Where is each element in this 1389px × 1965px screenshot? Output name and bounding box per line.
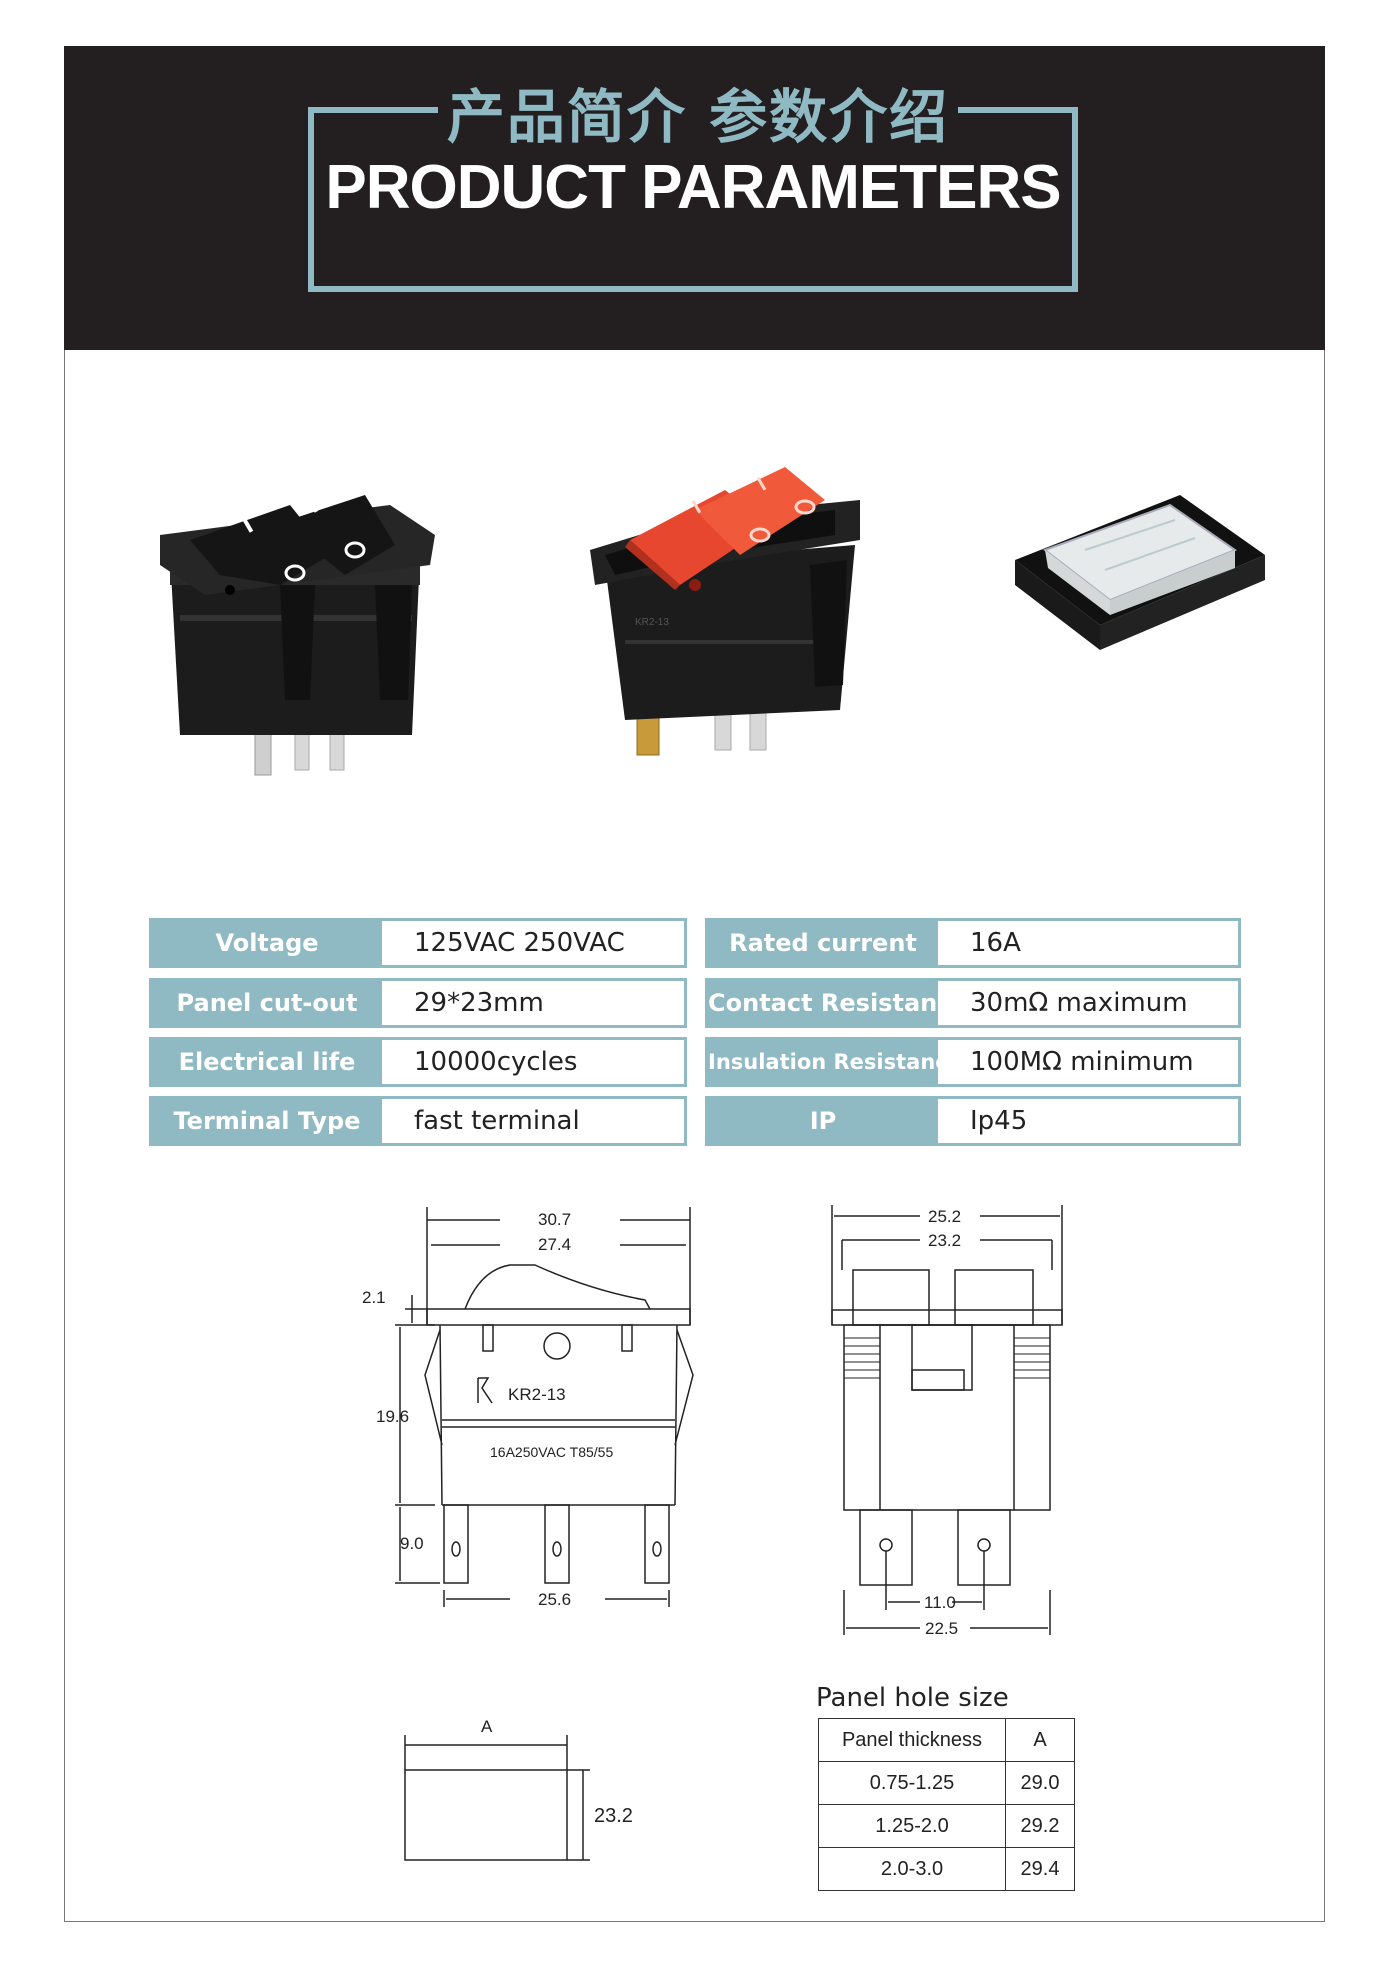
- spec-label: Electrical life: [152, 1040, 382, 1084]
- table-cell: 1.25-2.0: [818, 1804, 1006, 1848]
- dim-front-width-inner: 27.4: [538, 1235, 571, 1254]
- spec-value: 10000cycles: [414, 1047, 578, 1077]
- black-double-rocker-switch-photo: [160, 495, 435, 776]
- spec-value: 125VAC 250VAC: [414, 928, 625, 958]
- spec-value: 30mΩ maximum: [970, 988, 1188, 1018]
- spec-row-panel-cutout: Panel cut-out 29*23mm: [149, 978, 687, 1028]
- spec-label: IP: [708, 1099, 938, 1143]
- spec-row-contact-resistance: Contact Resistance 30mΩ maximum: [705, 978, 1241, 1028]
- dim-front-body-height: 19.6: [376, 1407, 409, 1426]
- dim-front-terminal-span: 25.6: [538, 1590, 571, 1609]
- panel-hole-title: Panel hole size: [816, 1683, 1009, 1713]
- front-dimension-drawing: 30.7 27.4 2.1 19.6 9.0 25.6 KR2-13 16A25…: [362, 1207, 694, 1609]
- table-row: 2.0-3.0 29.4: [818, 1847, 1075, 1891]
- spec-label: Contact Resistance: [708, 981, 938, 1025]
- dim-side-width-inner: 23.2: [928, 1231, 961, 1250]
- dim-front-rocker-height: 2.1: [362, 1288, 386, 1307]
- table-header-cell: A: [1005, 1718, 1075, 1762]
- dim-side-width-outer: 25.2: [928, 1207, 961, 1226]
- cutout-width-label: A: [481, 1717, 493, 1736]
- table-cell: 2.0-3.0: [818, 1847, 1006, 1891]
- dim-side-base-width: 22.5: [925, 1619, 958, 1638]
- table-row: 0.75-1.25 29.0: [818, 1761, 1075, 1805]
- spec-value: Ip45: [970, 1106, 1028, 1136]
- spec-value: 100MΩ minimum: [970, 1047, 1194, 1077]
- spec-value: 16A: [970, 928, 1021, 958]
- table-cell: 29.0: [1005, 1761, 1075, 1805]
- header-frame-line-left: [308, 107, 438, 113]
- spec-label: Voltage: [152, 921, 382, 965]
- header-frame: [308, 107, 1078, 292]
- dim-front-terminal-height: 9.0: [400, 1534, 424, 1553]
- panel-cutout-drawing: A 23.2: [404, 1717, 633, 1861]
- svg-text:KR2-13: KR2-13: [635, 617, 669, 628]
- dim-front-width-outer: 30.7: [538, 1210, 571, 1229]
- panel-hole-table: Panel thickness A 0.75-1.25 29.0 1.25-2.…: [818, 1718, 1075, 1891]
- spec-label: Insulation Resistance: [708, 1040, 938, 1084]
- spec-label: Rated current: [708, 921, 938, 965]
- side-dimension-drawing: 25.2 23.2 11.0 22.5: [831, 1205, 1063, 1638]
- spec-value: 29*23mm: [414, 988, 544, 1018]
- spec-row-terminal-type: Terminal Type fast terminal: [149, 1096, 687, 1146]
- red-illuminated-double-rocker-switch-photo: KR2-13: [590, 467, 860, 756]
- header-title-chinese: 产品简介 参数介绍: [446, 83, 950, 151]
- dim-side-terminal-pitch: 11.0: [924, 1593, 956, 1612]
- spec-row-rated-current: Rated current 16A: [705, 918, 1241, 968]
- table-header-row: Panel thickness A: [818, 1718, 1075, 1762]
- model-label: KR2-13: [508, 1385, 566, 1404]
- header-banner: [64, 46, 1325, 350]
- header-frame-line-right: [958, 107, 1078, 113]
- rating-label: 16A250VAC T85/55: [490, 1444, 613, 1460]
- table-row: 1.25-2.0 29.2: [818, 1804, 1075, 1848]
- table-cell: 29.2: [1005, 1804, 1075, 1848]
- cutout-height-label: 23.2: [594, 1805, 633, 1827]
- spec-row-ip: IP Ip45: [705, 1096, 1241, 1146]
- table-header-cell: Panel thickness: [818, 1718, 1006, 1762]
- spec-row-insulation-resistance: Insulation Resistance 100MΩ minimum: [705, 1037, 1241, 1087]
- spec-value: fast terminal: [414, 1106, 580, 1136]
- table-cell: 0.75-1.25: [818, 1761, 1006, 1805]
- spec-label: Panel cut-out: [152, 981, 382, 1025]
- spec-row-electrical-life: Electrical life 10000cycles: [149, 1037, 687, 1087]
- header-title-english: PRODUCT PARAMETERS: [325, 153, 1061, 222]
- spec-label: Terminal Type: [152, 1099, 382, 1143]
- spec-row-voltage: Voltage 125VAC 250VAC: [149, 918, 687, 968]
- clear-waterproof-cover-photo: [1015, 495, 1265, 650]
- table-cell: 29.4: [1005, 1847, 1075, 1891]
